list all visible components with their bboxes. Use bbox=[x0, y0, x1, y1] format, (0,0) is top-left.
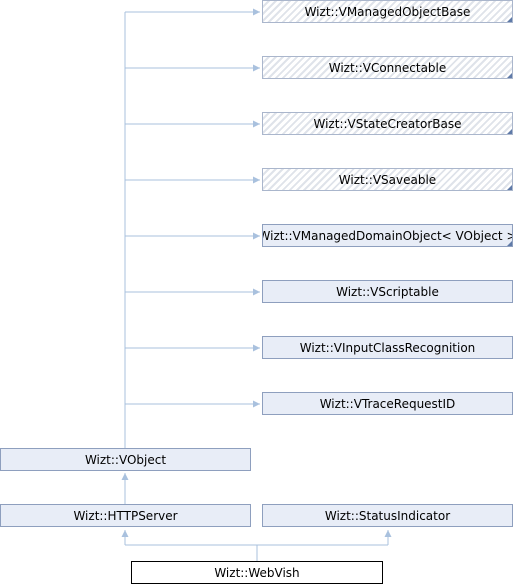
node-label: Wizt::HTTPServer bbox=[73, 508, 178, 523]
node-label: Wizt::VSaveable bbox=[338, 172, 437, 187]
node-status-indicator[interactable]: Wizt::StatusIndicator bbox=[262, 504, 513, 527]
node-saveable[interactable]: Wizt::VSaveable bbox=[262, 168, 513, 191]
node-scriptable[interactable]: Wizt::VScriptable bbox=[262, 280, 513, 303]
truncated-corner-marker bbox=[507, 129, 512, 134]
truncated-corner-marker bbox=[507, 241, 512, 246]
node-input-class-recognition[interactable]: Wizt::VInputClassRecognition bbox=[262, 336, 513, 359]
node-managed-object-base[interactable]: Wizt::VManagedObjectBase bbox=[262, 0, 513, 23]
node-label: Wizt::VScriptable bbox=[336, 284, 439, 299]
node-state-creator-base[interactable]: Wizt::VStateCreatorBase bbox=[262, 112, 513, 135]
node-http-server[interactable]: Wizt::HTTPServer bbox=[0, 504, 251, 527]
node-connectable[interactable]: Wizt::VConnectable bbox=[262, 56, 513, 79]
node-label: Wizt::VManagedDomainObject< VObject > bbox=[262, 228, 513, 243]
node-label: Wizt::WebVish bbox=[214, 565, 300, 580]
node-trace-request-id[interactable]: Wizt::VTraceRequestID bbox=[262, 392, 513, 415]
node-label: Wizt::VStateCreatorBase bbox=[313, 116, 462, 131]
node-vobject[interactable]: Wizt::VObject bbox=[0, 448, 251, 471]
node-label: Wizt::VObject bbox=[84, 452, 167, 467]
truncated-corner-marker bbox=[507, 17, 512, 22]
truncated-corner-marker bbox=[507, 185, 512, 190]
node-label: Wizt::VConnectable bbox=[328, 60, 447, 75]
node-label: Wizt::VManagedObjectBase bbox=[304, 4, 471, 19]
node-label: Wizt::VInputClassRecognition bbox=[299, 340, 476, 355]
node-managed-domain-object[interactable]: Wizt::VManagedDomainObject< VObject > bbox=[262, 224, 513, 247]
node-webvish[interactable]: Wizt::WebVish bbox=[131, 561, 383, 584]
truncated-corner-marker bbox=[507, 73, 512, 78]
node-label: Wizt::StatusIndicator bbox=[324, 508, 451, 523]
node-label: Wizt::VTraceRequestID bbox=[319, 396, 456, 411]
